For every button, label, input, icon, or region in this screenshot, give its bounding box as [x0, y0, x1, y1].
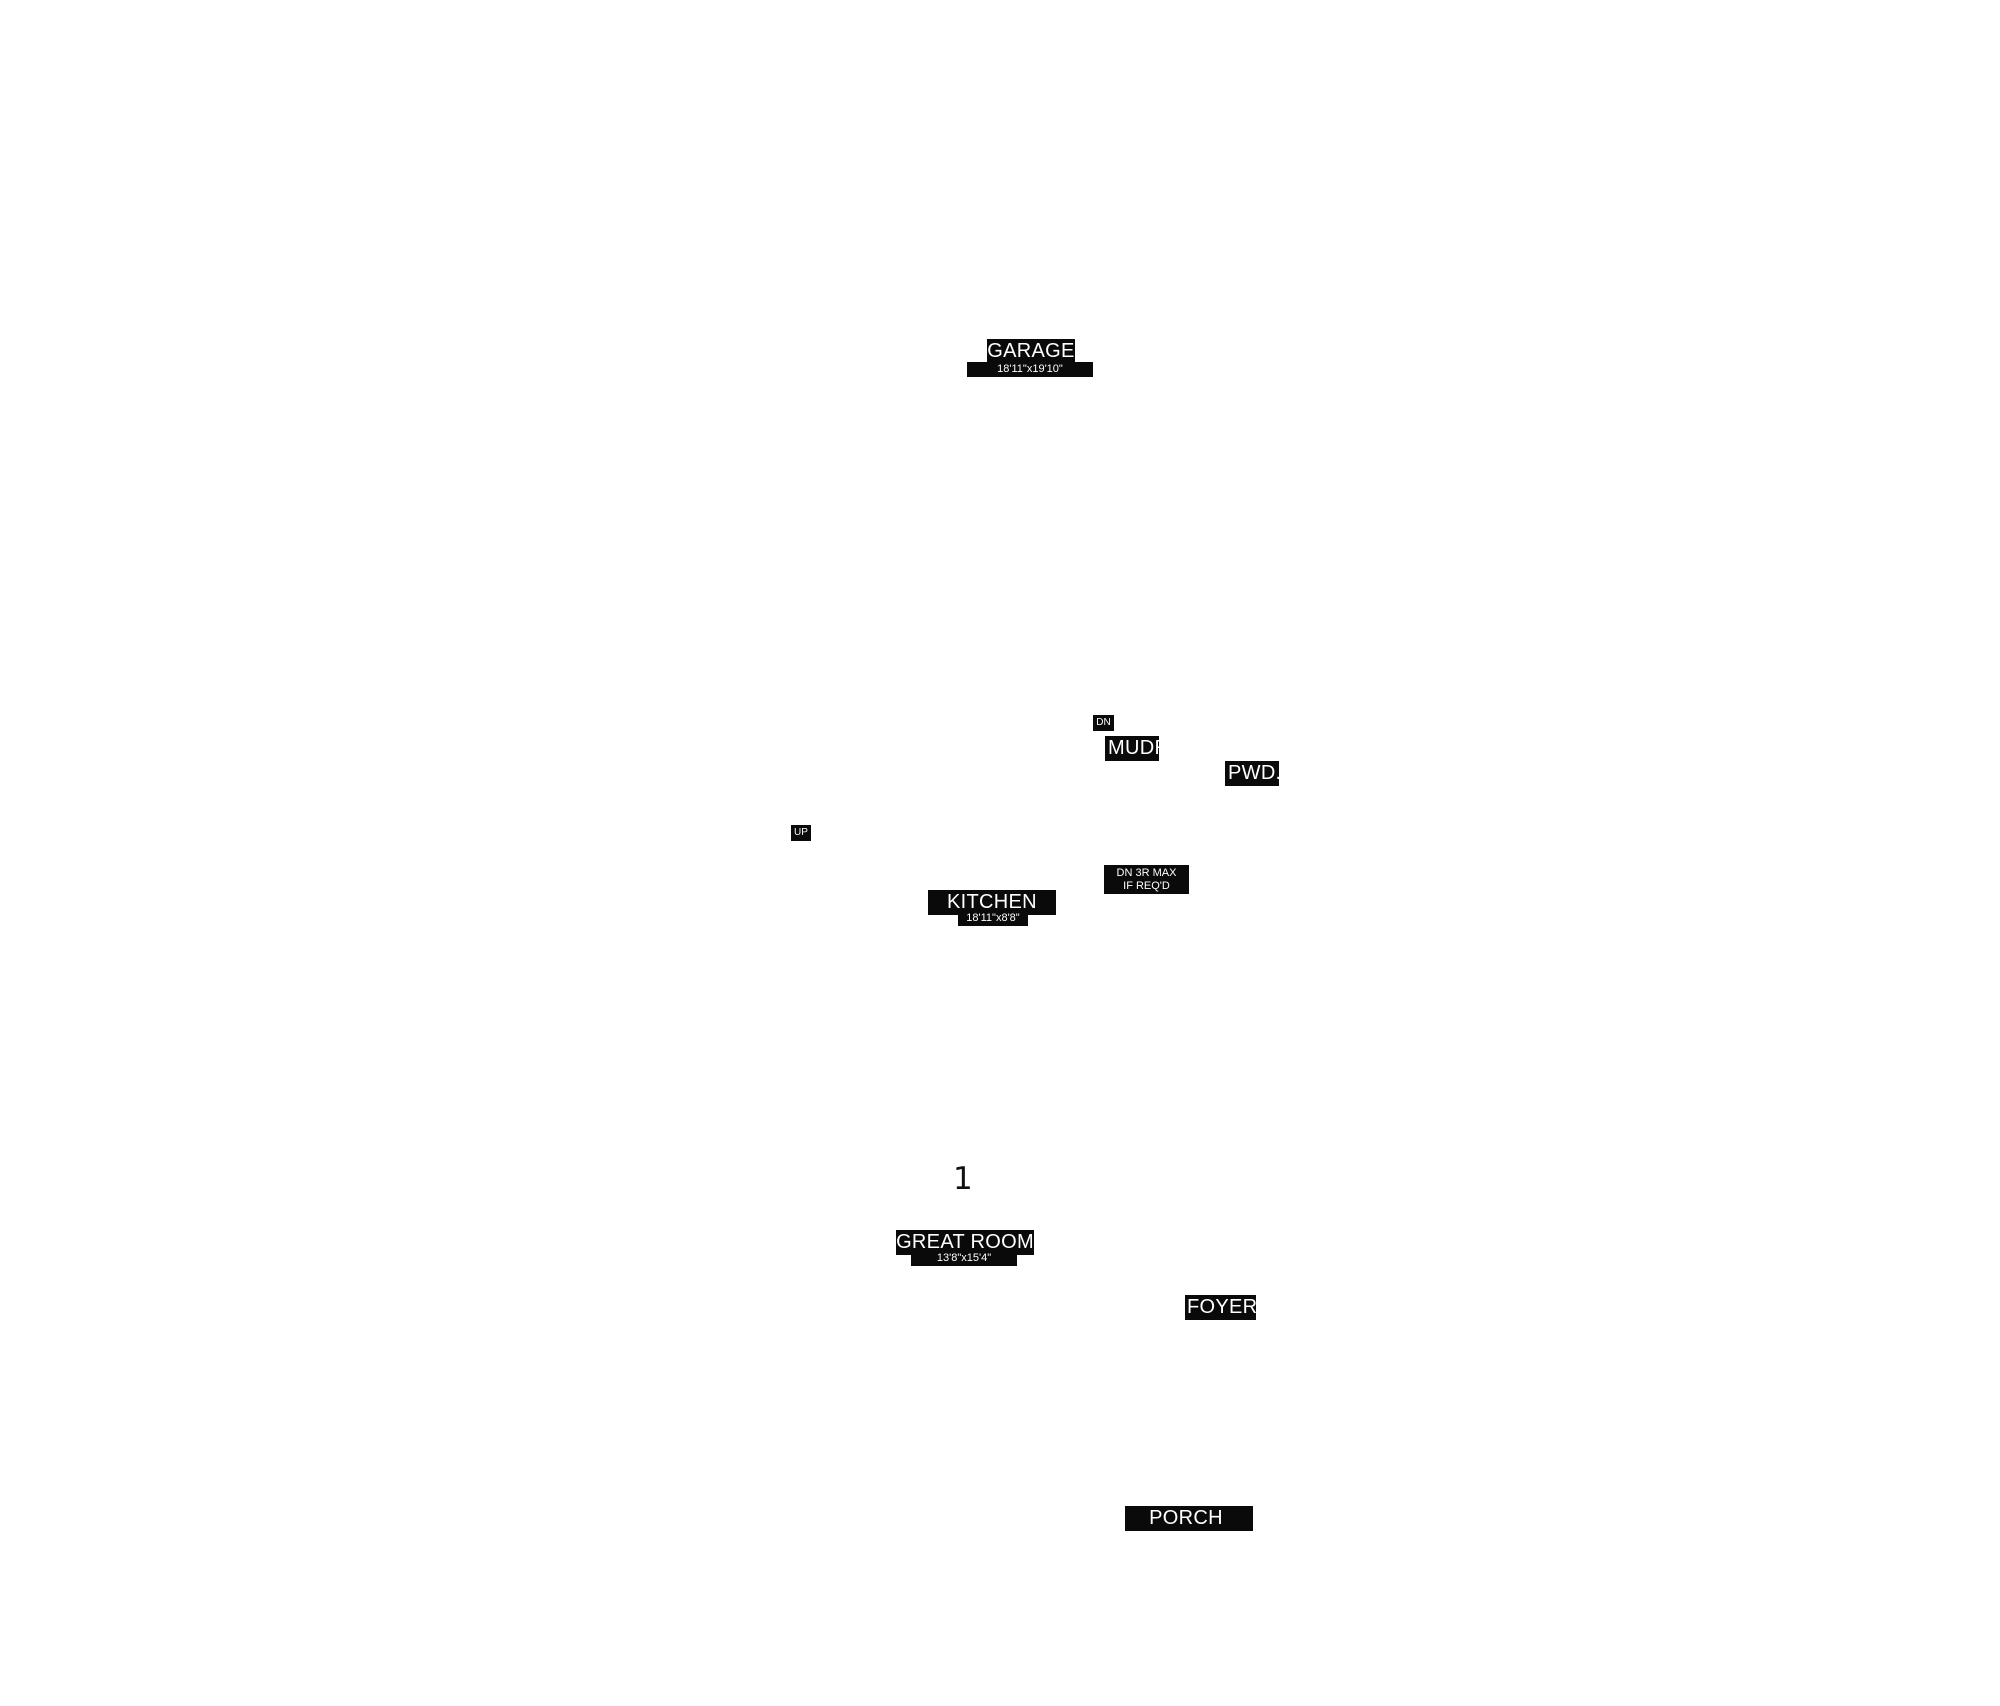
- porch-label: PORCH: [1125, 1506, 1253, 1531]
- stair-up-label: UP: [791, 825, 811, 841]
- mudroom-label: MUDR: [1105, 736, 1159, 761]
- kitchen-label: KITCHEN: [928, 890, 1056, 915]
- great-room-label: GREAT ROOM: [896, 1230, 1034, 1255]
- stair-note-line-1: DN 3R MAX: [1116, 867, 1177, 879]
- powder-room-label: PWD.: [1225, 761, 1279, 786]
- stair-note-line-2: IF REQ'D: [1123, 880, 1170, 892]
- stair-down-label: DN: [1093, 715, 1114, 731]
- stair-note: DN 3R MAX IF REQ'D: [1104, 865, 1189, 894]
- level-marker: 1: [953, 1161, 973, 1197]
- kitchen-dimensions: 18'11"x8'8": [958, 911, 1028, 926]
- garage-dimensions: 18'11"x19'10": [967, 362, 1093, 377]
- great-room-dimensions: 13'8"x15'4": [911, 1251, 1017, 1266]
- garage-label: GARAGE: [987, 339, 1075, 364]
- foyer-label: FOYER: [1185, 1295, 1256, 1320]
